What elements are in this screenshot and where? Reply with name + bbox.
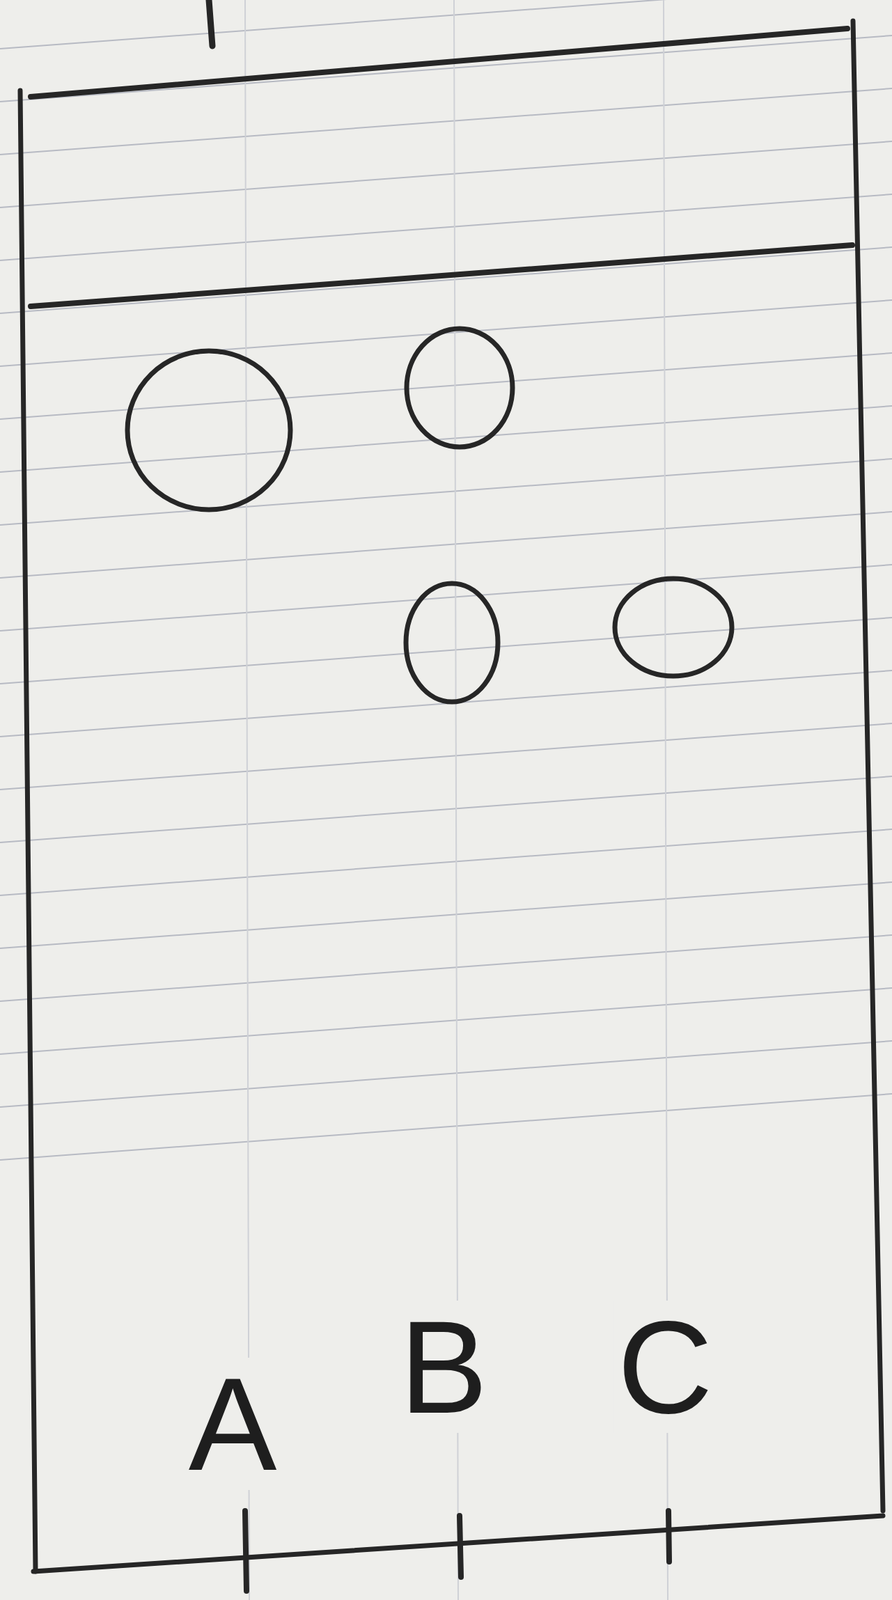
baseline-tick [459,1515,461,1578]
ruled-line [0,1093,892,1161]
ruled-line [0,988,892,1055]
baseline-tick [668,1511,670,1562]
ruled-line [0,0,892,49]
solvent-front [30,245,853,307]
ruled-line [0,247,892,314]
ruled-line [0,723,892,790]
ruled-line [0,300,892,367]
lane-label: C [612,1300,717,1434]
ruled-line [0,564,892,631]
ruled-line [0,88,892,155]
lane-label: B [395,1300,493,1434]
paper-mark [208,0,213,46]
ruled-line [0,829,892,896]
spot [127,350,291,510]
ruled-line [0,776,892,843]
plate-left [20,90,36,1572]
ruled-line [0,353,892,420]
ruled-line [0,141,892,208]
ruled-line [0,882,892,949]
ruled-line [0,35,892,102]
baseline-tick [245,1511,247,1592]
ruled-line [0,617,892,684]
ruled-line [0,511,892,578]
ruled-line [0,458,892,526]
tlc-plate [20,0,883,1592]
ruled-line [0,1041,892,1108]
ruled-line [0,935,892,1002]
spot [405,583,498,702]
plate-right [853,20,883,1512]
plate-top [30,28,848,97]
spot [406,328,513,448]
spot [614,578,732,677]
lane-label: A [184,1357,282,1491]
